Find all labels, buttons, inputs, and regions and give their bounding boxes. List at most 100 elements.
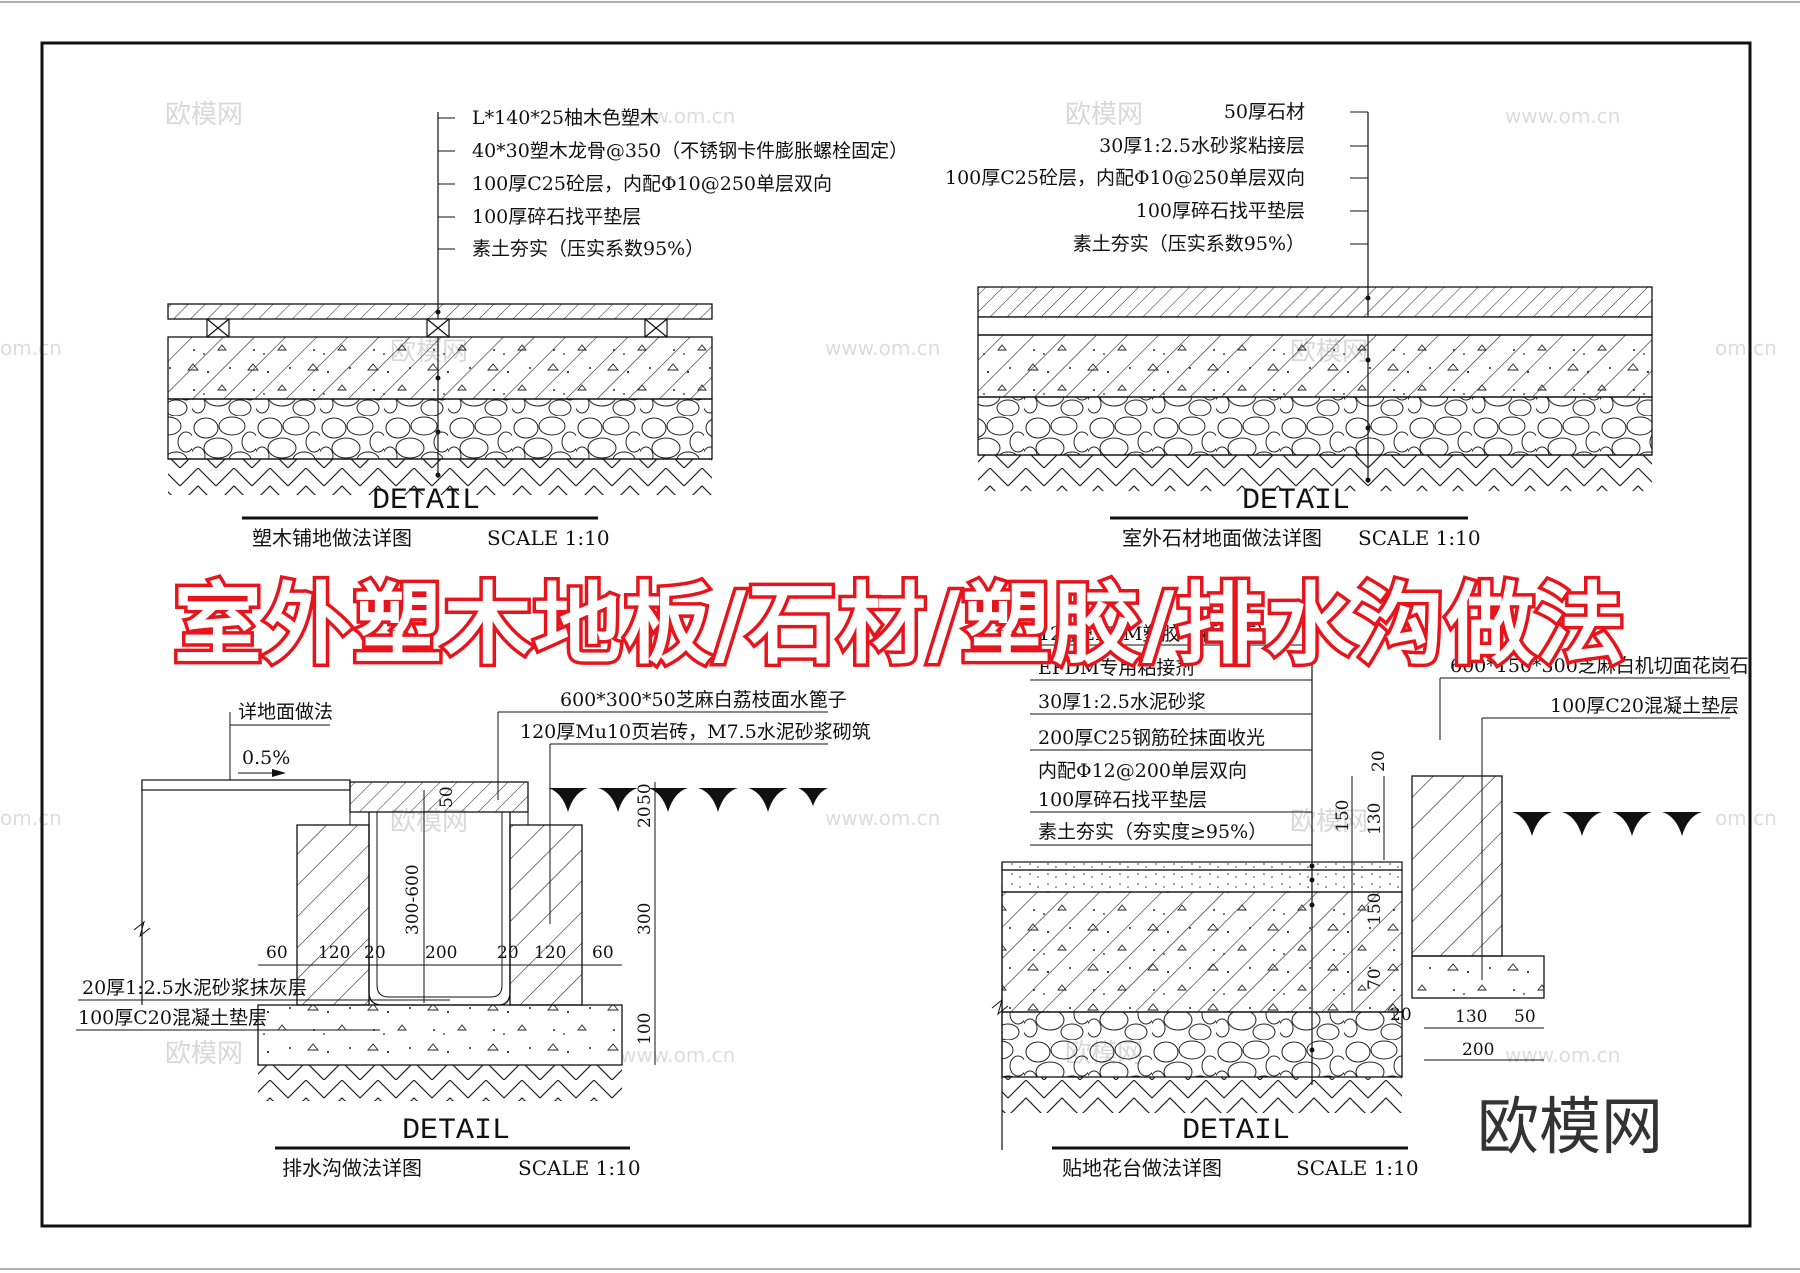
layer-label: 素土夯实（压实系数95%）	[472, 238, 704, 260]
curb-base-label: 100厚C20混凝土垫层	[1550, 695, 1739, 717]
dim-value: 130	[1365, 803, 1385, 835]
detail-caption: 贴地花台做法详图	[1062, 1156, 1222, 1180]
layer-label: 100厚碎石找平垫层	[1038, 789, 1207, 811]
mortar-layer	[1001, 869, 1403, 893]
layer-label: EPDM专用粘接剂	[1038, 657, 1194, 679]
detail-heading: DETAIL	[372, 484, 480, 518]
leader-labels: 12厚EPDM塑胶（颗粒面） EPDM专用粘接剂 30厚1:2.5水泥砂浆 20…	[1038, 623, 1276, 843]
plaster-label: 20厚1:2.5水泥砂浆抹灰层	[82, 977, 307, 999]
layer-label: 100厚C25砼层，内配Φ10@250单层双向	[945, 167, 1305, 189]
grate-label: 600*300*50芝麻白荔枝面水篦子	[560, 689, 847, 711]
layer-label: 12厚EPDM塑胶（颗粒面）	[1038, 623, 1276, 645]
brick-wall-right	[509, 824, 583, 1006]
layer-label: 40*30塑木龙骨@350（不锈钢卡件膨胀螺栓固定）	[472, 140, 908, 162]
detail-caption: 排水沟做法详图	[282, 1156, 422, 1180]
soil-layer	[168, 459, 712, 495]
detail-scale: SCALE 1:10	[518, 1156, 641, 1180]
detail-heading: DETAIL	[1242, 484, 1350, 518]
slope-label: 0.5%	[242, 747, 290, 769]
watermark-url: om.cn	[1715, 806, 1777, 830]
watermark-url: www.om.cn	[825, 336, 940, 360]
dim-value: 20	[364, 943, 386, 963]
base-label: 100厚C20混凝土垫层	[78, 1007, 267, 1029]
layer-label: 内配Φ12@200单层双向	[1038, 760, 1247, 782]
layer-label: 50厚石材	[1224, 101, 1305, 123]
dim-value: 20	[635, 806, 655, 828]
curb-stone	[1411, 775, 1503, 957]
brick-label: 120厚Mu10页岩砖，M7.5水泥砂浆砌筑	[520, 721, 871, 743]
detail-scale: SCALE 1:10	[1358, 526, 1481, 550]
layer-label: 100厚碎石找平垫层	[1136, 200, 1305, 222]
detail-planter: 12厚EPDM塑胶（颗粒面） EPDM专用粘接剂 30厚1:2.5水泥砂浆 20…	[991, 623, 1749, 1180]
leader-labels: L*140*25柚木色塑木 40*30塑木龙骨@350（不锈钢卡件膨胀螺栓固定）…	[438, 107, 908, 260]
watermark-brand: 欧模网	[1065, 100, 1143, 130]
ground-ref-label: 详地面做法	[238, 701, 333, 723]
mortar-layer	[977, 316, 1653, 336]
detail-heading: DETAIL	[1182, 1114, 1290, 1148]
dim-value: 130	[1455, 1007, 1487, 1027]
watermark-url: www.om.cn	[620, 1043, 735, 1067]
banner-title: 室外塑木地板/石材/塑胶/排水沟做法	[174, 573, 1626, 676]
dim-value: 300	[635, 903, 655, 935]
dim-value: 50	[1514, 1007, 1536, 1027]
soil-layer	[978, 455, 1652, 491]
layer-label: 100厚C25砼层，内配Φ10@250单层双向	[472, 173, 832, 195]
watermark-url: www.om.cn	[825, 806, 940, 830]
detail-scale: SCALE 1:10	[487, 526, 610, 550]
dim-value: 120	[534, 943, 566, 963]
curb-label: 600*150*300芝麻白机切面花岗石	[1450, 655, 1749, 677]
dim-value: 60	[266, 943, 288, 963]
watermark-url: om.cn	[0, 806, 62, 830]
gravel-layer	[977, 396, 1653, 456]
bottom-dimensions: 130 50 200	[1455, 1007, 1536, 1060]
layer-label: 素土夯实（压实系数95%）	[1073, 233, 1305, 255]
soil-layer	[1002, 1077, 1402, 1113]
watermark-url: www.om.cn	[1505, 104, 1620, 128]
left-dimensions: 20 150 130 150 70 20	[1333, 750, 1412, 1025]
detail-caption: 塑木铺地做法详图	[252, 526, 412, 550]
brick-wall-left	[296, 824, 370, 1006]
dim-value: 20	[497, 943, 519, 963]
detail-wood-floor: L*140*25柚木色塑木 40*30塑木龙骨@350（不锈钢卡件膨胀螺栓固定）…	[167, 107, 908, 550]
depth-dim: 300-600	[403, 864, 423, 935]
gravel-layer	[1001, 1011, 1403, 1078]
epdm-layer	[1001, 861, 1403, 871]
detail-heading: DETAIL	[402, 1114, 510, 1148]
layer-label: 素土夯实（夯实度≥95%）	[1038, 821, 1267, 843]
watermark-url: om.cn	[0, 336, 62, 360]
stone-layer	[977, 286, 1653, 318]
grate-thickness-dim: 50	[437, 786, 457, 808]
dim-value: 200	[425, 943, 457, 963]
dim-value: 50	[635, 783, 655, 805]
watermark-url: www.om.cn	[1505, 1043, 1620, 1067]
watermark-url: www.om.cn	[620, 104, 735, 128]
concrete-base	[257, 1004, 623, 1066]
bottom-dimensions: 60 120 20 200 20 120 60	[266, 943, 614, 963]
leader-labels: 50厚石材 30厚1:2.5水砂浆粘接层 100厚C25砼层，内配Φ10@250…	[945, 101, 1305, 255]
deck-board-layer	[167, 303, 713, 320]
layer-label: 100厚碎石找平垫层	[472, 206, 641, 228]
layer-label: L*140*25柚木色塑木	[472, 107, 659, 129]
brand-logo: 欧模网	[1477, 1090, 1663, 1163]
dim-value: 150	[1333, 800, 1353, 832]
watermark-url: om.cn	[1715, 336, 1777, 360]
layer-label: 30厚1:2.5水泥砂浆	[1038, 691, 1206, 713]
dim-value: 70	[1365, 968, 1385, 990]
detail-drain-ditch: 详地面做法 0.5% 300-600 50	[76, 689, 871, 1180]
gravel-layer	[167, 398, 713, 460]
detail-caption: 室外石材地面做法详图	[1122, 526, 1322, 550]
watermark-brand: 欧模网	[165, 1039, 243, 1069]
layer-label: 30厚1:2.5水砂浆粘接层	[1099, 135, 1305, 157]
soil-layer	[258, 1065, 622, 1101]
dim-value: 200	[1462, 1040, 1494, 1060]
dim-value: 100	[635, 1013, 655, 1045]
curb-base	[1411, 955, 1545, 999]
layer-label: 200厚C25钢筋砼抹面收光	[1038, 727, 1265, 749]
dim-value: 20	[1369, 750, 1389, 772]
dim-value: 20	[1390, 1005, 1412, 1025]
sheet-border	[40, 41, 1752, 1228]
dim-value: 60	[592, 943, 614, 963]
dim-value: 120	[318, 943, 350, 963]
dim-value: 150	[1365, 893, 1385, 925]
